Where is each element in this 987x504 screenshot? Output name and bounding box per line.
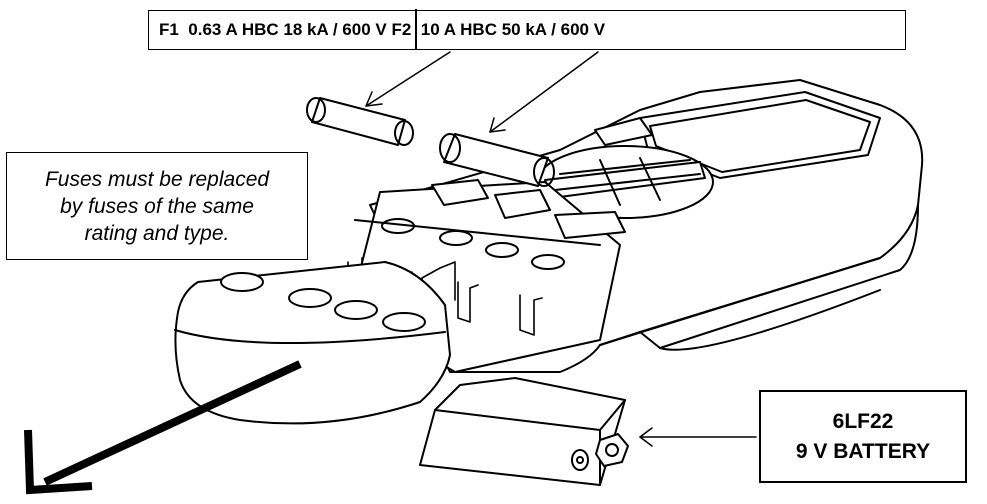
jack-1 [381, 218, 415, 234]
fuse-f1 [306, 97, 414, 146]
battery-voltage: 9 V BATTERY [795, 439, 931, 463]
battery-model: 6LF22 [832, 409, 894, 433]
jack-3 [485, 242, 519, 258]
fuse-f2-rating: 10 A HBC 50 kA / 600 V [420, 20, 606, 39]
back-cover [174, 261, 451, 425]
note-line-1: Fuses must be replaced [44, 167, 270, 191]
display-window [639, 91, 881, 179]
jack-4 [531, 254, 565, 270]
arrow-to-fuse-f2 [489, 51, 599, 133]
fuse-f2 [439, 133, 555, 187]
jack-2 [439, 230, 473, 246]
note-line-3: rating and type. [84, 221, 230, 245]
note-line-2: by fuses of the same [60, 194, 254, 218]
fuse-replacement-note: Fuses must be replaced by fuses of the s… [6, 152, 308, 260]
arrow-to-battery [639, 427, 757, 447]
fuse-rating-label: F1 0.63 A HBC 18 kA / 600 V F2 10 A HBC 5… [148, 9, 906, 50]
battery-label: 6LF22 9 V BATTERY [759, 390, 967, 483]
label-divider [415, 9, 417, 49]
battery-drawing [419, 377, 629, 486]
function-buttons [431, 117, 653, 239]
arrow-to-fuse-f1 [365, 51, 451, 107]
removal-direction-arrow [24, 360, 302, 495]
fuse-f1-rating: F1 0.63 A HBC 18 kA / 600 V F2 [159, 20, 412, 39]
